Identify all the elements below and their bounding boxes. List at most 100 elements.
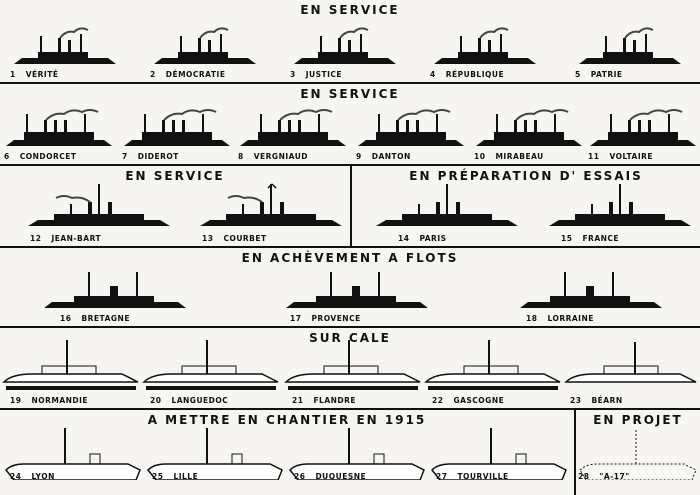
ship-name: COURBET [223, 234, 267, 243]
ship-number: 2 [150, 70, 156, 79]
ship-name: VOLTAIRE [609, 152, 654, 161]
battleship-silhouette [358, 109, 464, 146]
dreadnought-silhouette [200, 183, 342, 226]
section-title: EN SERVICE [300, 3, 400, 17]
hull-outline [4, 428, 141, 480]
ship-number: 4 [430, 70, 436, 79]
ship-number: 15 [561, 234, 573, 243]
ship-number: 24 [10, 472, 22, 481]
ship-name: JUSTICE [305, 70, 343, 79]
ship-name: BÉARN [591, 396, 623, 405]
row-a-mettre-en-chantier: A METTRE EN CHANTIER EN 1915 EN PROJET 2… [0, 410, 700, 495]
hull-on-slipway [424, 340, 561, 390]
ship-name: CONDORCET [19, 152, 77, 161]
ship-number: 23 [570, 396, 582, 405]
ship-name: PROVENCE [311, 314, 361, 323]
divider [350, 166, 352, 248]
ship-number: 7 [122, 152, 128, 161]
battleship-silhouette [294, 27, 396, 64]
row-en-service-2: EN SERVICE 6 CONDORCET 7 DIDEROT [0, 84, 700, 166]
hull-outline [288, 428, 425, 480]
ship-name: MIRABEAU [495, 152, 544, 161]
row-en-achevement: EN ACHÈVEMENT A FLOTS 16 BRETAGNE 17 PROVE… [0, 248, 700, 328]
hull-outline [564, 342, 697, 383]
ship-name: LANGUEDOC [171, 396, 229, 405]
ship-number: 26 [294, 472, 306, 481]
divider [574, 410, 576, 495]
hull-outline [430, 428, 567, 480]
ship-name: PARIS [419, 234, 447, 243]
dreadnought-silhouette [28, 184, 170, 226]
battleship-silhouette [6, 109, 112, 146]
ship-name: FLANDRE [313, 396, 357, 405]
section-title: EN SERVICE [300, 87, 400, 101]
ship-number: 22 [432, 396, 444, 405]
ship-name: VÉRITÉ [25, 70, 59, 79]
section-title-right: EN PRÉPARATION D' ESSAIS [409, 169, 643, 183]
ship-name: NORMANDIE [31, 396, 89, 405]
ship-name: DANTON [371, 152, 411, 161]
ship-number: 10 [474, 152, 486, 161]
section-title: A METTRE EN CHANTIER EN 1915 [147, 413, 427, 427]
ship-name: FRANCE [582, 234, 620, 243]
hull-dotted-outline [579, 430, 697, 480]
ship-number: 14 [398, 234, 410, 243]
section-title-left: EN SERVICE [125, 169, 225, 183]
section-title-projet: EN PROJET [593, 413, 683, 427]
ship-number: 5 [575, 70, 581, 79]
row-en-service-3: EN SERVICE EN PRÉPARATION D' ESSAIS 12 JE… [0, 166, 700, 248]
dreadnought-silhouette [286, 272, 428, 308]
ship-name: DÉMOCRATIE [165, 70, 226, 79]
ship-number: 3 [290, 70, 296, 79]
dreadnought-silhouette [520, 272, 662, 308]
ship-name: GASCOGNE [453, 396, 505, 405]
ship-number: 9 [356, 152, 362, 161]
dreadnought-silhouette [549, 184, 691, 226]
section-title: SUR CALE [309, 331, 391, 345]
battleship-silhouette [579, 27, 681, 64]
ship-number: 8 [238, 152, 244, 161]
ship-number: 19 [10, 396, 22, 405]
ship-name: LORRAINE [547, 314, 594, 323]
ship-number: 20 [150, 396, 162, 405]
battleship-silhouette [14, 27, 116, 64]
ship-number: 16 [60, 314, 72, 323]
ship-number: 21 [292, 396, 304, 405]
battleship-silhouette [154, 27, 256, 64]
ship-name: "A-17" [599, 472, 630, 481]
battleship-silhouette [240, 109, 346, 146]
ship-name: TOURVILLE [457, 472, 509, 481]
row-en-service-1: EN SERVICE 1 VÉRITÉ 2 DÉMOCRATIE [0, 0, 700, 84]
ship-name: DIDEROT [137, 152, 179, 161]
battleship-silhouette [590, 109, 696, 146]
battleship-silhouette [124, 109, 230, 146]
ship-number: 27 [436, 472, 448, 481]
ship-number: 18 [526, 314, 538, 323]
ship-number: 17 [290, 314, 302, 323]
battleship-silhouette [434, 27, 536, 64]
ship-number: 11 [588, 152, 600, 161]
ship-name: LILLE [173, 472, 199, 481]
ship-number: 6 [4, 152, 10, 161]
ship-name: PATRIE [590, 70, 623, 79]
ship-number: 13 [202, 234, 214, 243]
ship-number: 25 [152, 472, 164, 481]
ship-name: RÉPUBLIQUE [445, 70, 505, 79]
ship-number: 1 [10, 70, 16, 79]
ship-name: JEAN-BART [51, 234, 102, 243]
section-title: EN ACHÈVEMENT A FLOTS [241, 251, 459, 265]
ship-name: DUQUESNE [315, 472, 367, 481]
dreadnought-silhouette [376, 184, 518, 226]
ship-name: LYON [31, 472, 55, 481]
ship-name: VERGNIAUD [253, 152, 309, 161]
hull-on-slipway [2, 340, 139, 390]
dreadnought-silhouette [44, 272, 186, 308]
hull-outline [146, 428, 283, 480]
hull-on-slipway [142, 340, 279, 390]
ship-name: BRETAGNE [81, 314, 130, 323]
ship-number: 12 [30, 234, 42, 243]
battleship-silhouette [476, 109, 582, 146]
ship-number: 28 [578, 472, 590, 481]
